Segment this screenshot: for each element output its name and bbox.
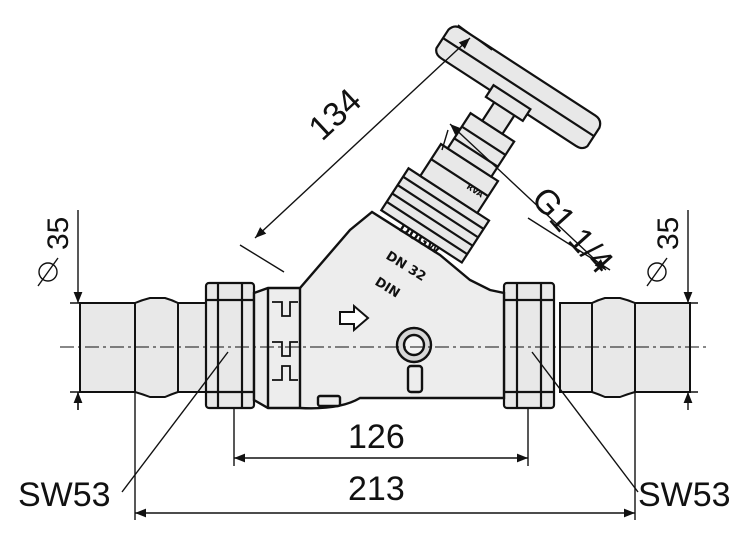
dim-thread <box>441 123 611 271</box>
dim-126 <box>233 408 529 466</box>
dim-right-35 <box>635 210 698 410</box>
dim-left-35 <box>37 210 135 410</box>
test-port <box>395 326 433 364</box>
right-union-nut <box>502 281 556 410</box>
dim-thread-label: G1 1/4 <box>524 180 621 281</box>
dim-right-35-label: 35 <box>652 217 685 250</box>
left-sw53-label: SW53 <box>18 476 111 514</box>
dim-left-35-label: 35 <box>42 217 75 250</box>
flow-arrow-icon <box>339 303 370 333</box>
valve-body <box>252 210 506 410</box>
dim-126-label: 126 <box>348 418 405 456</box>
dim-213 <box>134 392 636 520</box>
left-union-nut <box>204 281 256 410</box>
dim-134 <box>239 24 493 273</box>
sw53-leaders <box>121 351 639 493</box>
dim-134-label: 134 <box>302 81 369 147</box>
dim-213-label: 213 <box>348 470 405 508</box>
right-sw53-label: SW53 <box>638 476 731 514</box>
